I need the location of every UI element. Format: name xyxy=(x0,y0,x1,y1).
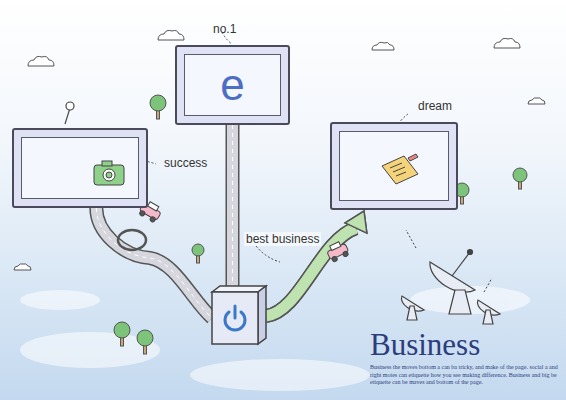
caption: Business the moves bottom a can ba trick… xyxy=(370,364,558,387)
screen-icon-letter: e xyxy=(177,63,288,107)
road-surface xyxy=(96,208,212,318)
callout-label: no.1 xyxy=(213,22,236,36)
monitor-box: no.1e xyxy=(175,45,290,125)
monitor-box: success xyxy=(12,128,148,208)
arrow-head xyxy=(345,211,367,233)
monitor-box: dream xyxy=(330,122,458,210)
callout-label: success xyxy=(164,156,207,170)
callout-label: best business xyxy=(244,232,321,246)
road-line xyxy=(96,208,212,318)
callout-label: dream xyxy=(418,99,452,113)
road-edge xyxy=(226,125,240,286)
road-edge xyxy=(96,208,212,318)
road-line xyxy=(232,125,233,286)
monitor-screen xyxy=(21,137,139,199)
monitor-screen xyxy=(339,131,449,201)
title: Business xyxy=(370,328,480,362)
road-surface xyxy=(227,125,238,286)
